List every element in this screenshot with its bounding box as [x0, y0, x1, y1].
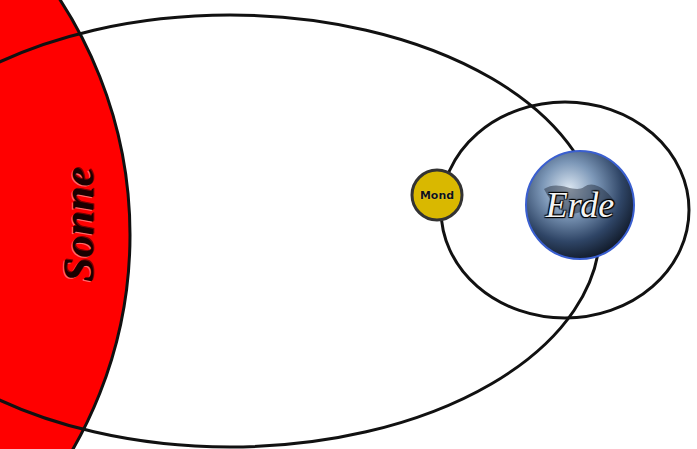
- sun-disc: [0, 0, 130, 449]
- moon-orbit: [441, 102, 689, 318]
- node-label: Mond: [420, 189, 454, 202]
- node-label: Erde: [546, 184, 615, 226]
- moon-body: Mond: [410, 168, 464, 222]
- earth-globe: [526, 151, 634, 259]
- moon-disc: [412, 170, 462, 220]
- sun-body: Sonne: [0, 0, 135, 449]
- node-label: Sonne: [53, 167, 104, 282]
- earth-body: Erde: [524, 149, 636, 261]
